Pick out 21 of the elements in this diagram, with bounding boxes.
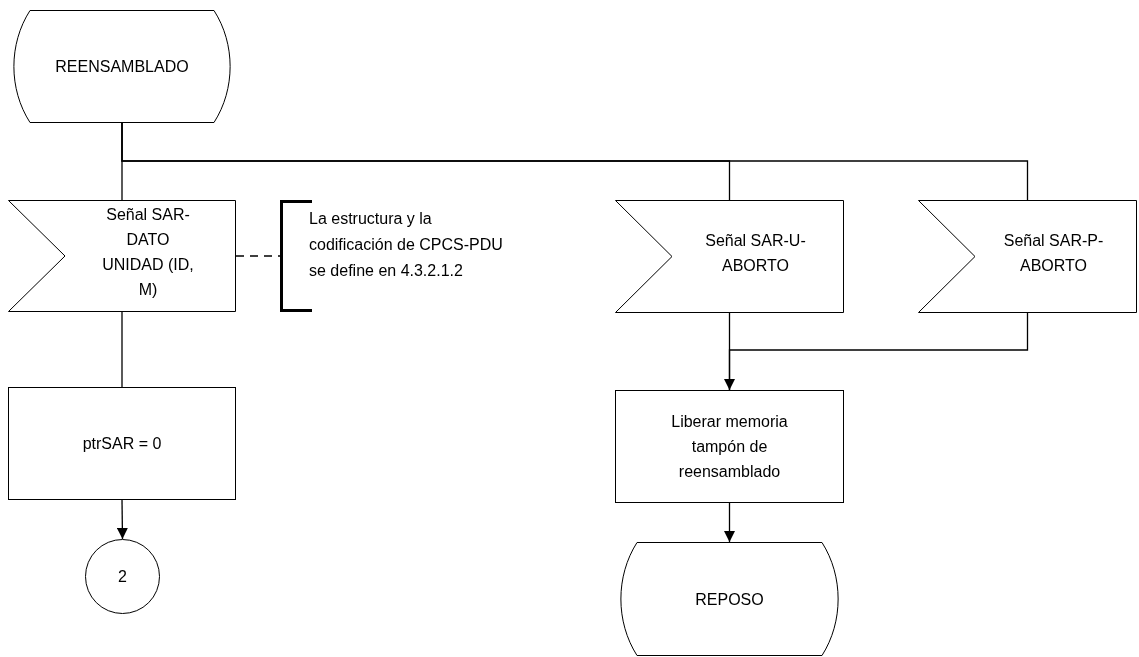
connector-line: [121, 311, 123, 388]
node-label: Liberar memoria tampón de reensamblado: [670, 412, 789, 482]
node-label: 2: [118, 567, 127, 587]
arrow: [116, 499, 128, 540]
node-label: Señal SAR-DATO UNIDAD (ID, M): [101, 205, 195, 300]
input-signal-symbol: [615, 200, 844, 313]
input-signal-symbol: [918, 200, 1137, 313]
connector-circle: [85, 539, 160, 614]
connector-line: [121, 122, 1029, 201]
node-label: La estructura y la codificación de CPCS-PDU se define en 4.3.2.1.2: [309, 209, 504, 281]
input-signal-symbol: [8, 200, 236, 312]
process-box: [8, 387, 236, 500]
node-label: REPOSO: [695, 589, 764, 610]
arrow: [724, 502, 735, 543]
node-label: ptrSAR = 0: [82, 434, 162, 454]
arrow: [724, 312, 1029, 391]
process-box: [615, 390, 844, 503]
node-label: Señal SAR-U-ABORTO: [704, 230, 807, 276]
node-label: Señal SAR-P-ABORTO: [1002, 230, 1105, 276]
connector-line: [235, 255, 281, 257]
node-label: REENSAMBLADO: [55, 57, 189, 77]
